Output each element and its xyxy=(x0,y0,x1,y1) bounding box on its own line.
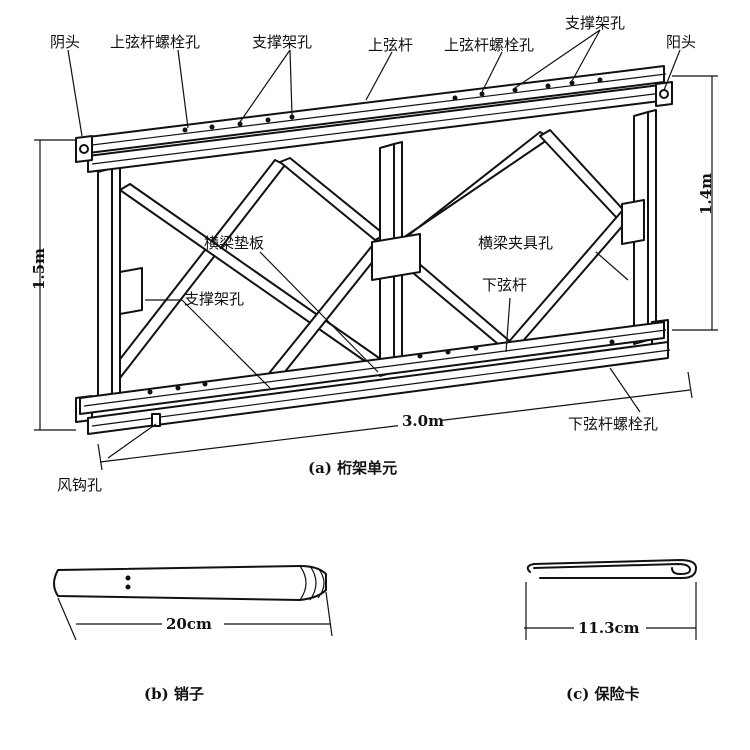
safety-clip-drawing xyxy=(524,559,697,640)
dim-height-left: 1.5m xyxy=(30,248,48,290)
label-top-chord-bolt-hole-right: 上弦杆螺栓孔 xyxy=(444,36,534,54)
dim-length: 3.0m xyxy=(402,412,444,430)
label-bottom-chord: 下弦杆 xyxy=(482,276,527,294)
label-cross-beam-pad: 横梁垫板 xyxy=(204,234,264,252)
dim-clip-length: 11.3cm xyxy=(578,619,640,637)
label-wind-hook-hole: 风钩孔 xyxy=(57,476,102,494)
dim-pin-length: 20cm xyxy=(166,615,212,633)
label-brace-frame-hole-top-left: 支撑架孔 xyxy=(252,33,312,51)
cross-beam-pad xyxy=(371,233,421,281)
clamp-plate-right xyxy=(621,199,645,245)
caption-b: (b) 销子 xyxy=(144,685,204,703)
label-top-chord: 上弦杆 xyxy=(368,36,413,54)
label-brace-frame-hole-middle: 支撑架孔 xyxy=(184,290,244,308)
label-cross-beam-clamp-hole: 横梁夹具孔 xyxy=(478,234,553,252)
label-brace-frame-hole-top-right: 支撑架孔 xyxy=(565,14,625,32)
top-chord-bolt-holes xyxy=(182,77,603,133)
dim-height-right: 1.4m xyxy=(697,173,715,215)
female-end-lugs xyxy=(75,135,93,423)
dimension-lines xyxy=(34,75,718,471)
label-bottom-chord-bolt-hole: 下弦杆螺栓孔 xyxy=(568,415,658,433)
wind-hook-hole xyxy=(151,413,161,427)
label-female-end: 阴头 xyxy=(50,33,80,51)
leader-lines xyxy=(67,29,681,459)
truss-labels: 阴头 上弦杆螺栓孔 支撑架孔 上弦杆 上弦杆螺栓孔 支撑架孔 阳头 横梁垫板 支… xyxy=(50,14,696,494)
label-male-end: 阳头 xyxy=(666,33,696,51)
caption-c: (c) 保险卡 xyxy=(566,685,640,703)
truss-panel xyxy=(75,65,673,435)
label-top-chord-bolt-hole-left: 上弦杆螺栓孔 xyxy=(110,33,200,51)
top-chord xyxy=(79,65,671,173)
clamp-plate-left xyxy=(119,267,143,315)
caption-a: (a) 桁架单元 xyxy=(308,459,397,477)
bottom-chord-bolt-holes xyxy=(147,339,615,395)
bottom-chord xyxy=(79,321,671,435)
